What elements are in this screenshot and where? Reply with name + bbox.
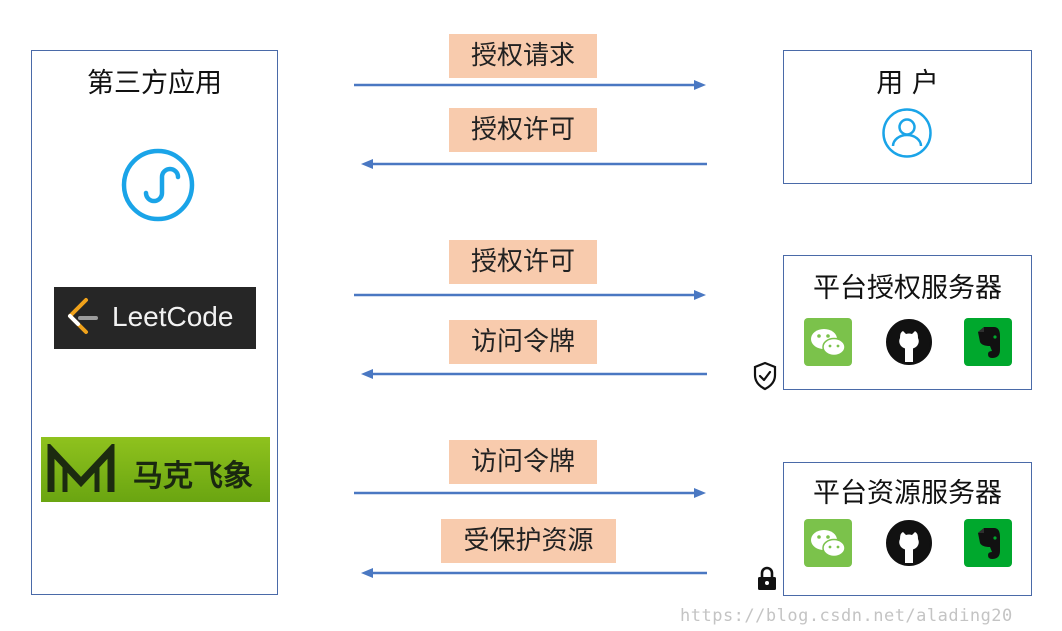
shield-check-icon xyxy=(752,361,778,395)
leetcode-logo: LeetCode xyxy=(54,287,256,349)
evernote-icon xyxy=(964,519,1012,567)
github-icon xyxy=(885,318,933,370)
user-box: 用 户 xyxy=(783,50,1032,184)
wechat-icon xyxy=(804,519,852,567)
lock-icon xyxy=(756,566,778,596)
maxiang-logo: 马克飞象 xyxy=(41,437,270,502)
maxiang-logo-text: 马克飞象 xyxy=(133,459,253,494)
third-party-app-box: 第三方应用 LeetCode 马克飞象 xyxy=(31,50,278,595)
arrow-auth-request xyxy=(354,78,706,92)
third-party-app-title: 第三方应用 xyxy=(87,68,222,99)
arrow-auth-grant-2 xyxy=(354,288,706,302)
resource-server-box: 平台资源服务器 xyxy=(783,462,1032,596)
auth-server-box: 平台授权服务器 xyxy=(783,255,1032,390)
flow-label-auth-request: 授权请求 xyxy=(449,34,597,78)
resource-server-title: 平台资源服务器 xyxy=(813,478,1002,509)
arrow-access-token-1 xyxy=(361,367,707,381)
arrow-access-token-2 xyxy=(354,486,706,500)
auth-server-title: 平台授权服务器 xyxy=(813,273,1002,304)
wechat-icon xyxy=(804,318,852,366)
arrow-protected-resource xyxy=(361,566,707,580)
flow-label-access-token-1: 访问令牌 xyxy=(449,320,597,364)
user-title: 用 户 xyxy=(876,68,939,99)
evernote-icon xyxy=(964,318,1012,366)
flow-label-auth-grant-2: 授权许可 xyxy=(449,240,597,284)
mini-program-icon xyxy=(120,147,196,227)
flow-label-protected-resource: 受保护资源 xyxy=(441,519,616,563)
leetcode-logo-text: LeetCode xyxy=(112,301,234,332)
maxiang-m-icon xyxy=(47,444,115,492)
user-avatar-icon xyxy=(881,107,933,163)
github-icon xyxy=(885,519,933,571)
leetcode-icon xyxy=(68,298,98,334)
watermark: https://blog.csdn.net/alading20 xyxy=(680,606,1013,626)
flow-label-access-token-2: 访问令牌 xyxy=(449,440,597,484)
arrow-auth-grant-1 xyxy=(361,157,707,171)
flow-label-auth-grant-1: 授权许可 xyxy=(449,108,597,152)
